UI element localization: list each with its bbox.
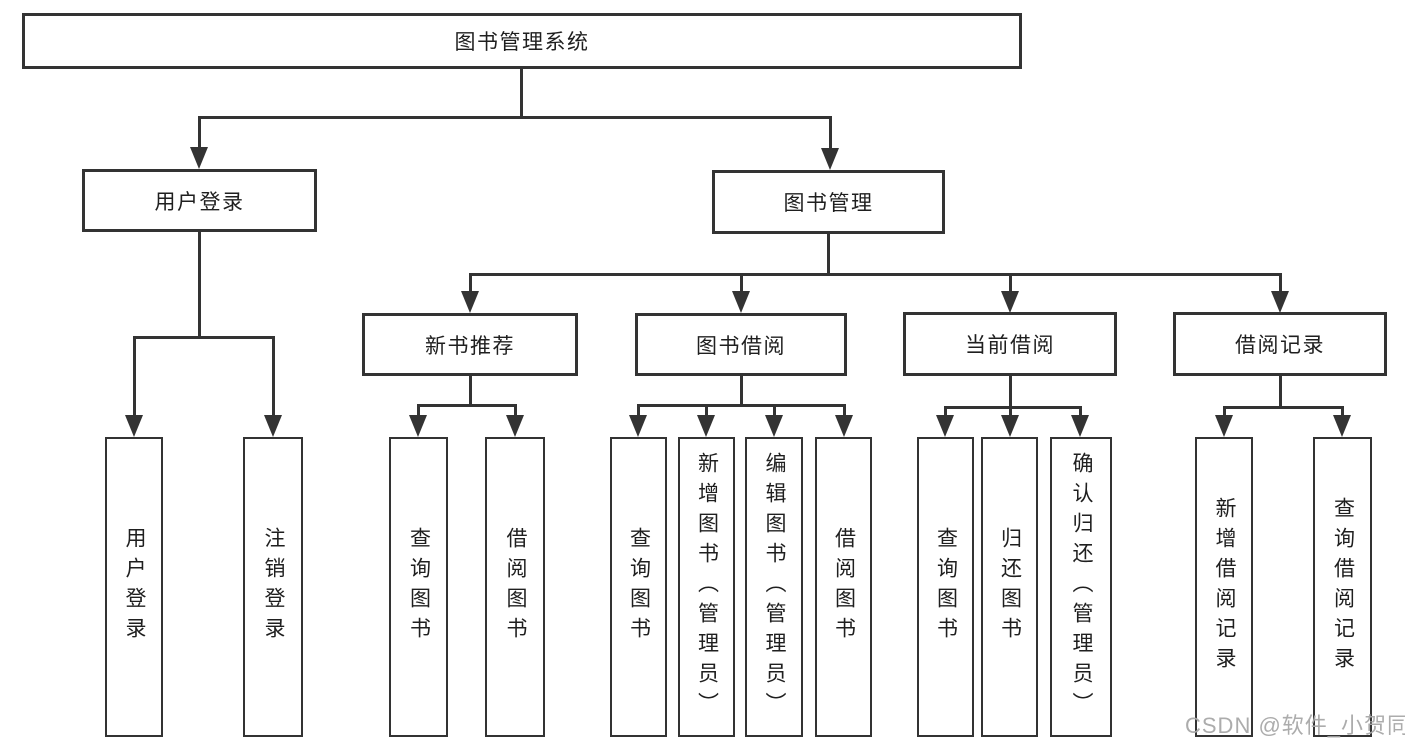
leaf-current-query-books-label: 查询图书 xyxy=(934,527,958,647)
leaf-current-confirm-return-admin: 确认归还（管理员） xyxy=(1050,437,1112,737)
node-new-book-recommend: 新书推荐 xyxy=(362,313,578,376)
connector-line xyxy=(514,404,517,418)
node-root: 图书管理系统 xyxy=(22,13,1022,69)
leaf-user-login: 用户登录 xyxy=(105,437,163,737)
node-user-login-label: 用户登录 xyxy=(154,190,245,214)
connector-line xyxy=(1279,374,1282,408)
node-root-label: 图书管理系统 xyxy=(454,31,590,54)
connector-line xyxy=(944,406,947,418)
node-new-book-recommend-label: 新书推荐 xyxy=(425,334,515,358)
arrow-down-icon xyxy=(461,291,479,313)
connector-line xyxy=(417,404,517,407)
connector-line xyxy=(469,374,472,406)
arrow-down-icon xyxy=(697,415,715,437)
leaf-logout: 注销登录 xyxy=(243,437,303,737)
node-borrow-records: 借阅记录 xyxy=(1173,312,1387,376)
leaf-records-add-record: 新增借阅记录 xyxy=(1195,437,1253,737)
connector-line xyxy=(198,116,831,119)
arrow-down-icon xyxy=(1333,415,1351,437)
leaf-newrec-borrow-books-label: 借阅图书 xyxy=(504,527,528,647)
connector-line xyxy=(843,404,846,418)
arrow-down-icon xyxy=(409,415,427,437)
leaf-user-login-label: 用户登录 xyxy=(123,527,147,647)
connector-line xyxy=(272,336,275,416)
leaf-borrowing-add-books-admin: 新增图书（管理员） xyxy=(678,437,735,737)
leaf-borrowing-edit-books-admin: 编辑图书（管理员） xyxy=(745,437,803,737)
node-book-borrowing: 图书借阅 xyxy=(635,313,847,376)
connector-line xyxy=(133,336,274,339)
connector-line xyxy=(1009,273,1012,293)
arrow-down-icon xyxy=(506,415,524,437)
arrow-down-icon xyxy=(1001,291,1019,313)
connector-line xyxy=(417,404,420,418)
connector-line xyxy=(1279,273,1282,293)
leaf-current-return-books: 归还图书 xyxy=(981,437,1038,737)
watermark-text: CSDN @软件_小贺同学 xyxy=(1185,713,1405,738)
connector-line xyxy=(829,116,832,150)
connector-line xyxy=(1223,406,1344,409)
leaf-borrowing-borrow-books: 借阅图书 xyxy=(815,437,872,737)
leaf-current-query-books: 查询图书 xyxy=(917,437,974,737)
arrow-down-icon xyxy=(936,415,954,437)
leaf-borrowing-borrow-books-label: 借阅图书 xyxy=(832,527,856,647)
connector-line xyxy=(1009,374,1012,408)
arrow-down-icon xyxy=(1215,415,1233,437)
arrow-down-icon xyxy=(190,147,208,169)
connector-line xyxy=(198,230,201,338)
node-current-borrowing: 当前借阅 xyxy=(903,312,1117,376)
arrow-down-icon xyxy=(1271,291,1289,313)
arrow-down-icon xyxy=(1071,415,1089,437)
connector-line xyxy=(133,336,136,416)
connector-line xyxy=(1223,406,1226,418)
leaf-newrec-query-books: 查询图书 xyxy=(389,437,448,737)
leaf-newrec-borrow-books: 借阅图书 xyxy=(485,437,545,737)
connector-line xyxy=(1341,406,1344,418)
connector-line xyxy=(1079,406,1082,418)
arrow-down-icon xyxy=(821,148,839,170)
connector-line xyxy=(827,232,830,275)
connector-line xyxy=(198,116,201,150)
leaf-records-add-record-label: 新增借阅记录 xyxy=(1213,497,1237,677)
leaf-current-confirm-return-admin-label: 确认归还（管理员） xyxy=(1070,452,1094,722)
connector-line xyxy=(944,406,1082,409)
connector-line xyxy=(637,404,845,407)
leaf-records-query-record-label: 查询借阅记录 xyxy=(1331,497,1355,677)
node-current-borrowing-label: 当前借阅 xyxy=(965,334,1055,357)
connector-line xyxy=(740,374,743,406)
leaf-newrec-query-books-label: 查询图书 xyxy=(407,527,431,647)
leaf-borrowing-query-books: 查询图书 xyxy=(610,437,667,737)
leaf-current-return-books-label: 归还图书 xyxy=(998,527,1022,647)
node-borrow-records-label: 借阅记录 xyxy=(1235,334,1325,357)
connector-line xyxy=(637,404,640,418)
leaf-borrowing-query-books-label: 查询图书 xyxy=(627,527,651,647)
leaf-records-query-record: 查询借阅记录 xyxy=(1313,437,1372,737)
leaf-borrowing-add-books-admin-label: 新增图书（管理员） xyxy=(695,452,719,722)
connector-line xyxy=(705,404,708,418)
leaf-borrowing-edit-books-admin-label: 编辑图书（管理员） xyxy=(763,452,787,722)
node-book-borrowing-label: 图书借阅 xyxy=(696,334,786,358)
connector-line xyxy=(740,273,743,293)
arrow-down-icon xyxy=(732,291,750,313)
arrow-down-icon xyxy=(629,415,647,437)
arrow-down-icon xyxy=(1001,415,1019,437)
connector-line xyxy=(520,66,523,118)
node-book-management-label: 图书管理 xyxy=(783,192,874,215)
node-user-login: 用户登录 xyxy=(82,169,317,232)
arrow-down-icon xyxy=(125,415,143,437)
leaf-logout-label: 注销登录 xyxy=(262,527,286,647)
connector-line xyxy=(1009,406,1012,418)
connector-line xyxy=(469,273,1282,276)
arrow-down-icon xyxy=(264,415,282,437)
node-book-management: 图书管理 xyxy=(712,170,945,234)
connector-line xyxy=(469,273,472,293)
connector-line xyxy=(773,404,776,418)
arrow-down-icon xyxy=(765,415,783,437)
arrow-down-icon xyxy=(835,415,853,437)
